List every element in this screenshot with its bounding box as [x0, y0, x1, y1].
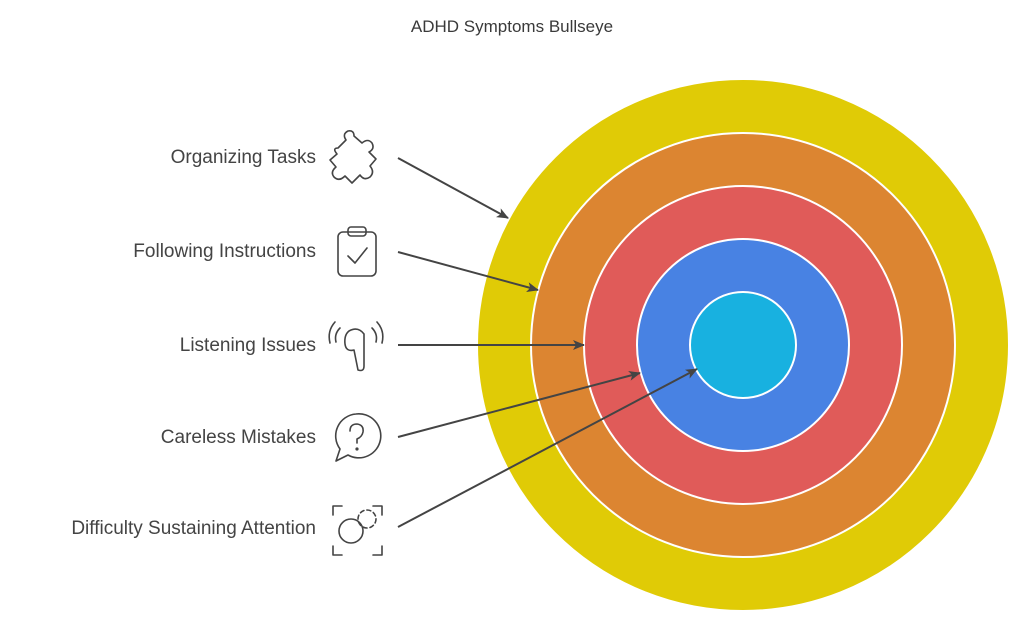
label-listening-issues: Listening Issues — [179, 335, 316, 356]
label-difficulty-sustaining-attention: Difficulty Sustaining Attention — [71, 518, 316, 539]
arrow-careless-mistakes — [397, 370, 641, 438]
label-careless-mistakes: Careless Mistakes — [160, 427, 316, 448]
diagram-title: ADHD Symptoms Bullseye — [410, 17, 614, 36]
earbud-sound-icon — [328, 321, 384, 372]
arrow-organizing-tasks — [397, 157, 509, 219]
puzzle-piece-icon — [329, 130, 377, 184]
label-organizing-tasks: Organizing Tasks — [170, 147, 316, 168]
label-following-instructions: Following Instructions — [133, 241, 316, 262]
focus-circles-icon — [332, 505, 383, 556]
arrow-following-instructions — [397, 251, 539, 292]
ring-center — [689, 291, 797, 399]
question-bubble-icon — [334, 413, 382, 462]
arrows — [397, 157, 698, 528]
arrow-difficulty-sustaining-attention — [397, 368, 698, 528]
bullseye-rings — [476, 78, 1010, 612]
clipboard-check-icon — [337, 226, 377, 277]
